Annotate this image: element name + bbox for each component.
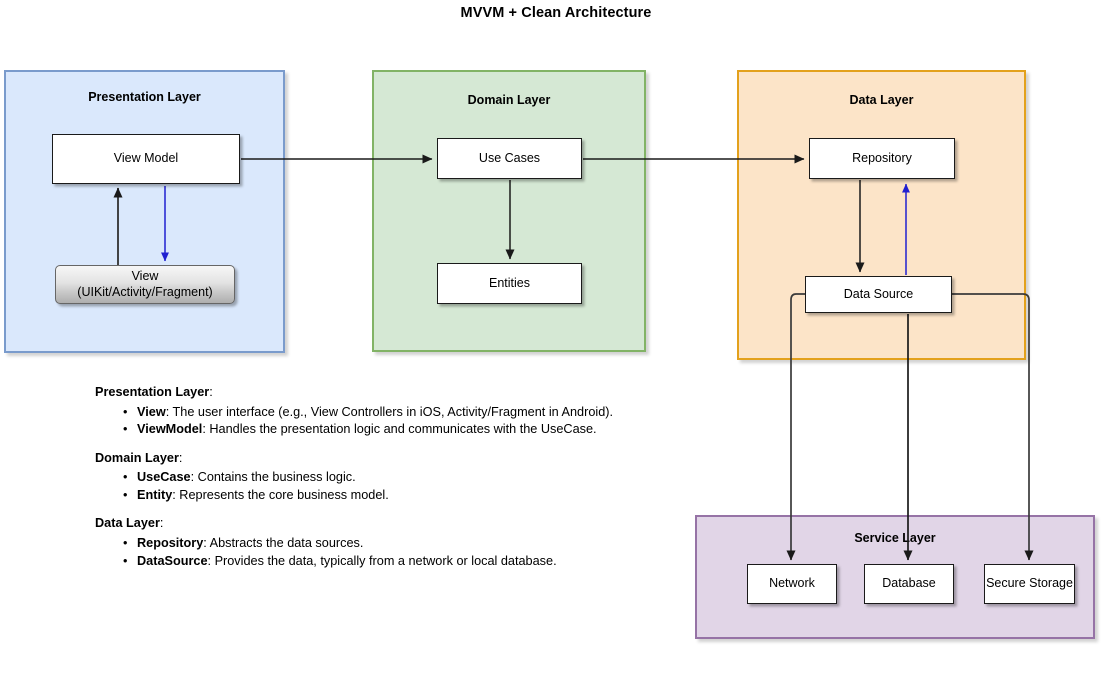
legend-list-item: UseCase: Contains the business logic. [123, 470, 635, 486]
layer-presentation-title: Presentation Layer [88, 90, 201, 104]
node-secure-storage[interactable]: Secure Storage [984, 564, 1075, 604]
legend-group: Presentation Layer: View: The user interf… [95, 385, 635, 439]
legend-descriptions: Presentation Layer: View: The user interf… [95, 386, 635, 571]
legend-list-item: Entity: Represents the core business mod… [123, 487, 635, 504]
node-database[interactable]: Database [864, 564, 954, 604]
legend-item-description: : Provides the data, typically from a ne… [207, 553, 557, 568]
legend-heading-colon: : [159, 516, 164, 531]
node-view-label-line2: (UIKit/Activity/Fragment) [77, 284, 213, 299]
legend-list: Repository: Abstracts the data sources.D… [95, 536, 635, 569]
legend-group-heading: Presentation Layer: [95, 385, 213, 399]
node-data-source[interactable]: Data Source [805, 276, 952, 313]
node-data-source-label: Data Source [843, 286, 914, 301]
legend-group-heading: Domain Layer: [95, 450, 183, 465]
legend-item-term: UseCase [137, 470, 191, 485]
node-secure-storage-label: Secure Storage [986, 576, 1073, 591]
node-repository[interactable]: Repository [809, 138, 955, 179]
legend-heading-colon: : [178, 450, 183, 465]
node-entities-label: Entities [489, 275, 530, 290]
legend-item-description: : Abstracts the data sources. [203, 536, 364, 551]
legend-group-heading: Data Layer: [95, 516, 164, 531]
legend-list: UseCase: Contains the business logic.Ent… [95, 470, 635, 503]
node-network-label: Network [769, 576, 815, 591]
legend-list-item: View: The user interface (e.g., View Con… [123, 404, 635, 421]
node-repository-label: Repository [852, 150, 912, 165]
legend-item-term: View [137, 404, 166, 419]
node-use-cases-label: Use Cases [478, 150, 541, 165]
legend-item-term: DataSource [137, 553, 208, 568]
node-view[interactable]: View (UIKit/Activity/Fragment) [55, 265, 235, 304]
node-network[interactable]: Network [747, 564, 837, 604]
legend-list-item: Repository: Abstracts the data sources. [123, 536, 635, 552]
legend-heading-colon: : [209, 385, 213, 399]
legend-item-description: : Handles the presentation logic and com… [202, 422, 597, 437]
node-database-label: Database [882, 576, 936, 591]
legend-group: Domain Layer: UseCase: Contains the busin… [95, 450, 635, 504]
layer-presentation-layer[interactable]: Presentation Layer [4, 70, 285, 353]
node-view-model[interactable]: View Model [52, 134, 240, 184]
layer-data-title: Data Layer [849, 93, 914, 107]
legend-list-item: DataSource: Provides the data, typically… [123, 553, 635, 570]
legend-item-description: : Represents the core business model. [172, 487, 389, 502]
layer-service-title: Service Layer [854, 531, 936, 545]
page-title: MVVM + Clean Architecture [460, 5, 652, 21]
legend-item-description: : Contains the business logic. [190, 470, 356, 485]
legend-item-term: Repository [137, 536, 204, 551]
node-view-label-line1: View [131, 268, 159, 283]
node-entities[interactable]: Entities [437, 263, 582, 304]
legend-list: View: The user interface (e.g., View Con… [95, 405, 635, 438]
layer-domain-layer[interactable]: Domain Layer [372, 70, 646, 352]
node-use-cases[interactable]: Use Cases [437, 138, 582, 179]
legend-list-item: ViewModel: Handles the presentation logi… [123, 422, 635, 438]
legend-item-term: Entity [137, 487, 173, 502]
legend-item-description: : The user interface (e.g., View Control… [165, 404, 613, 419]
legend-group: Data Layer: Repository: Abstracts the dat… [95, 516, 635, 570]
layer-domain-title: Domain Layer [467, 93, 551, 107]
legend-item-term: ViewModel [137, 422, 203, 437]
layer-data-layer[interactable]: Data Layer [737, 70, 1026, 360]
node-view-model-label: View Model [113, 151, 179, 166]
